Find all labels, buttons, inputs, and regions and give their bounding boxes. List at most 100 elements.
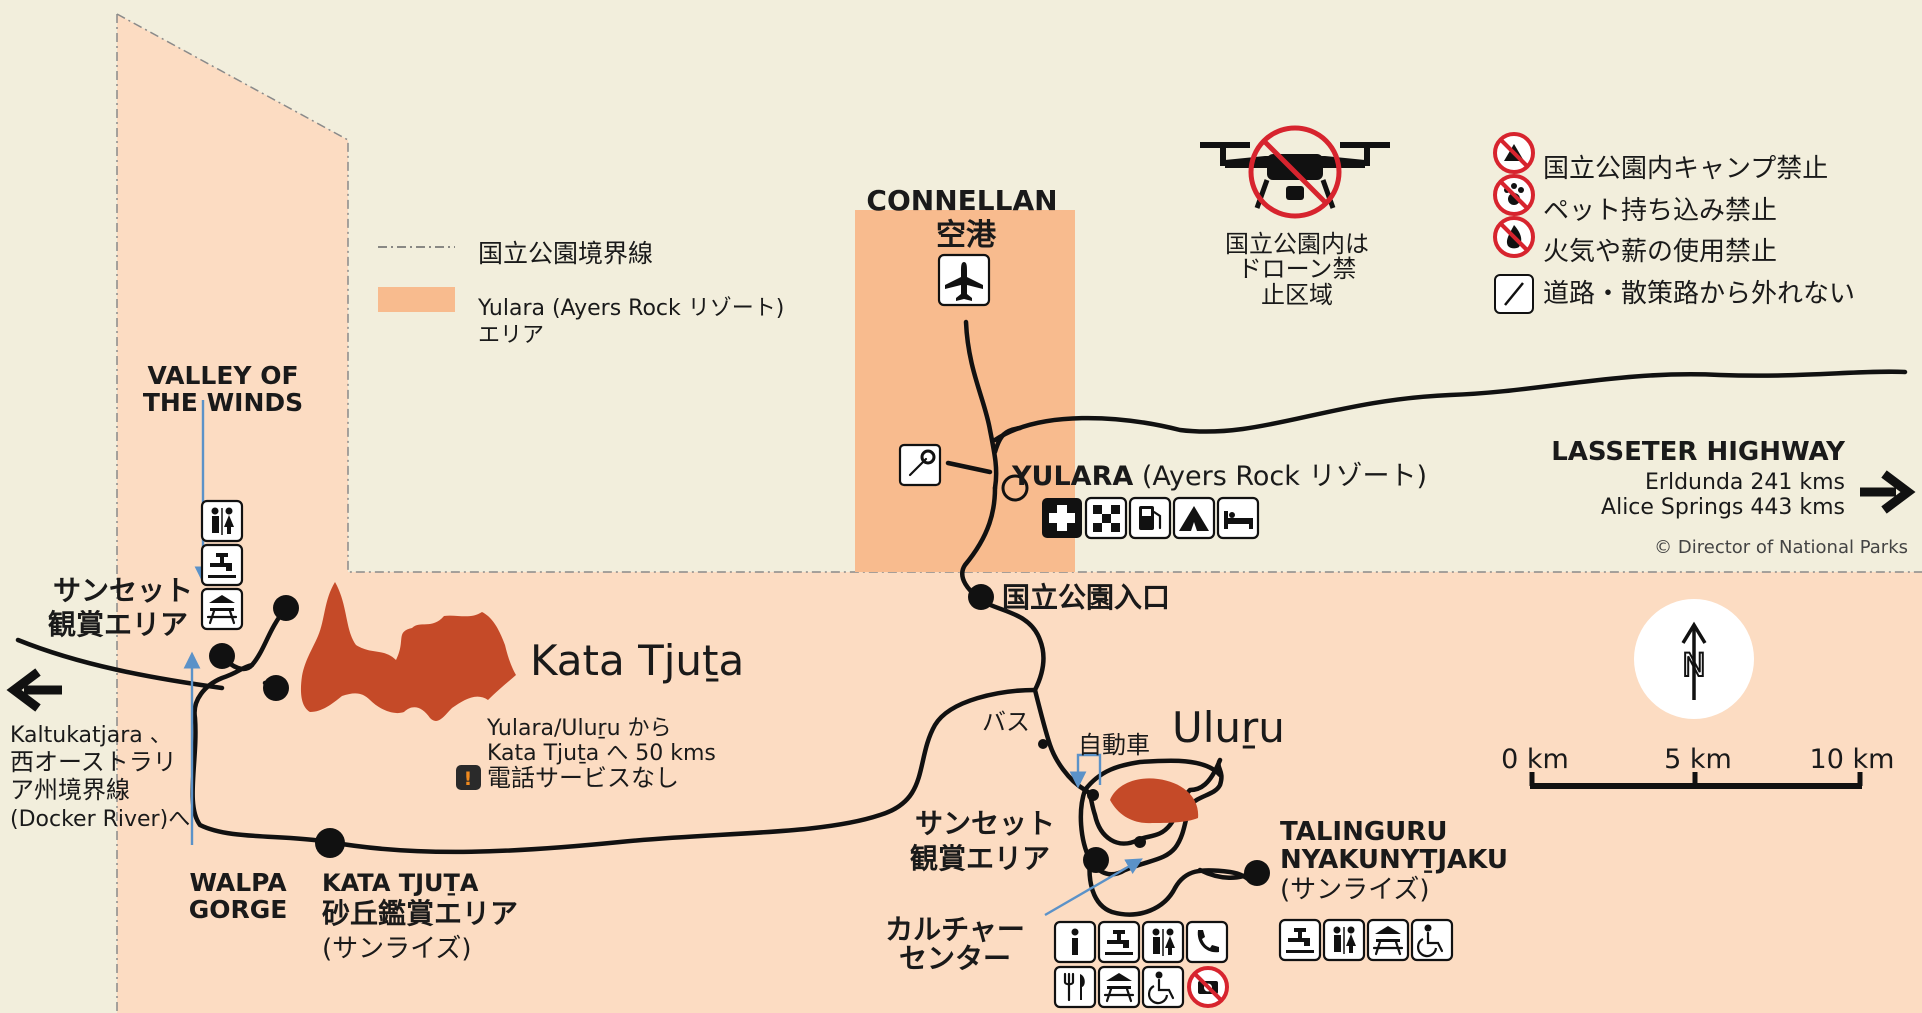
drone-text-2: ドローン禁 (1238, 255, 1357, 283)
restaurant-icon (1053, 965, 1097, 1009)
legend-yulara-label: Yulara (Ayers Rock リゾート) (477, 296, 784, 321)
label-culture-1: カルチャー (885, 913, 1025, 946)
entrance-to-junction (977, 597, 1046, 693)
picnic-table-icon (200, 587, 244, 631)
camping-icon (1172, 496, 1216, 540)
label-bus: バス (982, 708, 1030, 736)
label-talinguru-1: TALINGURU (1280, 817, 1447, 847)
north-symbol: N (1682, 646, 1706, 684)
fuel-icon (1128, 496, 1172, 540)
label-car: 自動車 (1078, 731, 1150, 759)
marker-uluru-base (1134, 836, 1146, 848)
rules-list: 国立公園内キャンプ禁止 ペット持ち込み禁止 火気や薪の使用禁止 道路・散策路から… (1493, 132, 1855, 314)
medical-icon (1042, 498, 1082, 538)
no-photography-icon (1187, 966, 1229, 1008)
label-kaltukatjara-3: ア州境界線 (10, 776, 130, 804)
label-alice: Alice Springs 443 kms (1601, 495, 1845, 520)
marker-valley-carpark (263, 675, 289, 701)
label-entrance: 国立公園入口 (1002, 581, 1170, 614)
lasseter-highway (992, 369, 1908, 443)
marker-kata-tjuta-dune (315, 828, 345, 858)
place-labels: CONNELLAN 空港 VALLEY OF THE WINDS サンセット 観… (10, 184, 1908, 975)
label-valley-2: THE WINDS (143, 388, 303, 417)
label-sunset-east-1: サンセット (915, 807, 1055, 840)
picnic-table-icon (1366, 918, 1410, 962)
legend-boundary-label: 国立公園境界線 (478, 239, 653, 268)
toilets-icon (200, 499, 244, 543)
label-yulara-name: YULARA (1011, 461, 1133, 492)
north-arrow: N (1634, 599, 1754, 719)
marker-car-stop (1087, 789, 1099, 801)
rule-no-camping: 国立公園内キャンプ禁止 (1543, 154, 1828, 184)
airport-road (963, 319, 999, 491)
road-to-kaltukatjara (15, 637, 225, 691)
label-walpa-1: WALPA (189, 868, 287, 897)
kata-tjuta-rock (300, 582, 516, 721)
label-distance-1: Yulara/Uluṟu から (486, 716, 672, 741)
label-sunset-west-2: 観賞エリア (48, 608, 188, 641)
no-drone-icon (1200, 125, 1390, 219)
label-dune-3: (サンライズ) (322, 934, 472, 964)
toilets-icon (1141, 920, 1185, 964)
trail-uluru-arrows (1069, 753, 1102, 789)
arrow-right-icon (1860, 470, 1916, 514)
location-markers (209, 584, 1270, 886)
west-facilities (200, 499, 244, 631)
information-icon (1053, 920, 1097, 964)
rule-stay-on-path: 道路・散策路から外れない (1543, 279, 1855, 309)
yulara-services (1042, 496, 1260, 540)
label-airport-1: CONNELLAN (866, 184, 1057, 217)
picnic-table-icon (1097, 965, 1141, 1009)
scale-label-0: 0 km (1501, 744, 1569, 775)
no-pets-icon (1493, 174, 1535, 216)
label-uluru: Uluṟu (1172, 703, 1285, 752)
kata-tjuta-road (190, 662, 1038, 855)
legend: 国立公園境界線 Yulara (Ayers Rock リゾート) エリア (378, 239, 784, 348)
water-tap-icon (1278, 918, 1322, 962)
scale-bar: 0 km 5 km 10 km (1501, 744, 1895, 789)
label-kata-tjuta: Kata Tjuṯa (530, 636, 744, 685)
label-walpa-2: GORGE (189, 895, 288, 924)
label-talinguru-2: NYAKUNYṮJAKU (1280, 845, 1508, 875)
stay-on-path-icon (1494, 274, 1534, 314)
label-valley-1: VALLEY OF (147, 361, 298, 390)
wheelchair-icon (1410, 918, 1454, 962)
telephone-icon (1185, 920, 1229, 964)
label-erldunda: Erldunda 241 kms (1645, 470, 1845, 495)
culture-centre-facilities (1053, 920, 1229, 1009)
uluru-rock (1110, 778, 1199, 824)
label-dune-1: KATA TJUṮA (322, 869, 479, 897)
label-kaltukatjara-4: (Docker River)へ (10, 807, 190, 832)
yulara-link (992, 425, 1023, 455)
bed-icon (1216, 496, 1260, 540)
label-no-phone: 電話サービスなし (487, 764, 679, 792)
label-airport-2: 空港 (936, 218, 997, 253)
label-lasseter: LASSETER HIGHWAY (1551, 437, 1846, 467)
scale-label-10: 10 km (1810, 744, 1895, 775)
workshop-road (945, 460, 993, 475)
label-culture-2: センター (899, 942, 1011, 975)
drone-text-3: 止区域 (1261, 281, 1333, 309)
rule-no-fire: 火気や薪の使用禁止 (1543, 237, 1777, 267)
label-kaltukatjara-2: 西オーストラリ (10, 748, 177, 776)
wrench-icon (898, 443, 942, 487)
label-sunset-east-2: 観賞エリア (910, 842, 1050, 875)
checkered-flag-icon (1084, 496, 1128, 540)
marker-sunset-east (1083, 847, 1109, 873)
national-park-boundary (116, 13, 1922, 573)
toilets-icon (1322, 918, 1366, 962)
arrow-left-icon (6, 668, 62, 712)
label-yulara-sub: (Ayers Rock リゾート) (1133, 461, 1427, 492)
airport-plane-icon (937, 253, 991, 307)
label-distance-2: Kata Tjuṯa へ 50 kms (487, 741, 716, 766)
no-fire-icon (1493, 216, 1535, 258)
drone-text-1: 国立公園内は (1225, 230, 1369, 258)
marker-talinguru (1244, 860, 1270, 886)
legend-yulara-label-2: エリア (478, 323, 544, 348)
national-park-area (117, 14, 1922, 1013)
marker-bus-stop (1038, 739, 1048, 749)
legend-yulara-swatch (378, 287, 455, 312)
label-talinguru-3: (サンライズ) (1280, 875, 1430, 905)
yulara-resort-marker (1001, 474, 1029, 502)
